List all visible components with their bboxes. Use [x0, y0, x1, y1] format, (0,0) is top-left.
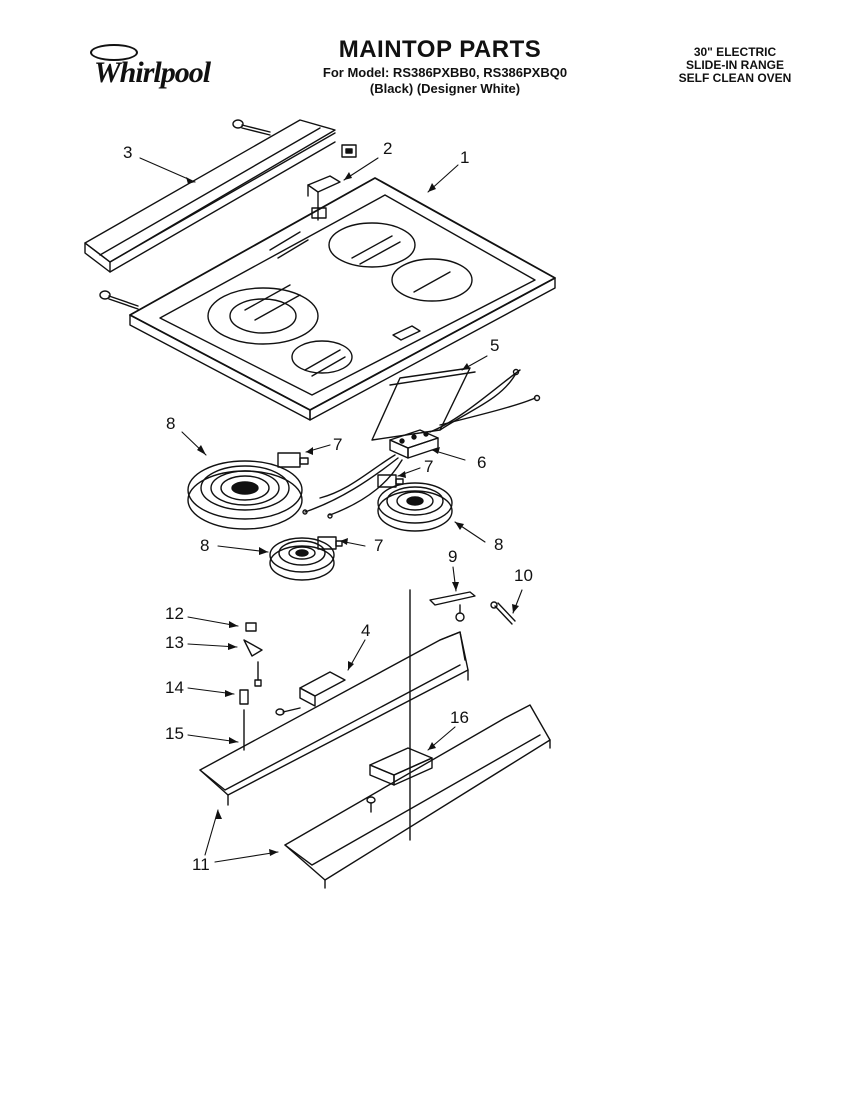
- callout-11: 11: [192, 855, 210, 874]
- right-surface-element: [377, 482, 453, 532]
- model-numbers: For Model: RS386PXBB0, RS386PXBQ0: [322, 65, 568, 80]
- left-element-terminal: [277, 452, 309, 468]
- trim-screw-top: [232, 119, 271, 136]
- front-surface-element: [269, 537, 335, 581]
- cooktop-screw-left: [99, 290, 139, 310]
- callout-5: 5: [490, 336, 499, 355]
- callout-6: 6: [477, 453, 486, 472]
- callout-labels: 3 2 1 5 8 7 6 7 8 8 7 9 10 12 13 4 14 16…: [123, 139, 533, 874]
- callout-12: 12: [165, 604, 184, 623]
- brand-name: Whirlpool: [94, 56, 211, 89]
- upper-support-channel: [199, 631, 469, 806]
- leveling-hardware: [239, 622, 263, 751]
- callout-10: 10: [514, 566, 533, 585]
- product-description: 30" ELECTRIC SLIDE-IN RANGE SELF CLEAN O…: [660, 46, 810, 85]
- callout-9: 9: [448, 547, 457, 566]
- adjustment-bolt: [490, 601, 516, 625]
- support-bracket: [429, 591, 476, 622]
- callout-3: 3: [123, 143, 132, 162]
- callout-4: 4: [361, 621, 370, 640]
- lower-support-channel: [284, 704, 551, 889]
- callout-13: 13: [165, 633, 184, 652]
- callout-8-front: 8: [200, 536, 209, 555]
- right-element-terminal: [377, 474, 404, 488]
- trim-clip: [341, 144, 357, 158]
- callout-7-left: 7: [333, 435, 342, 454]
- page-title: MAINTOP PARTS: [338, 36, 542, 63]
- callout-arrowheads: [186, 172, 519, 856]
- callout-2: 2: [383, 139, 392, 158]
- color-variants: (Black) (Designer White): [369, 81, 521, 96]
- callout-8-right: 8: [494, 535, 503, 554]
- insulation-block: [366, 747, 433, 813]
- front-element-terminal: [317, 536, 343, 550]
- callout-leaders: [139, 157, 523, 863]
- cooktop-bracket: [307, 175, 341, 221]
- callout-1: 1: [460, 148, 469, 167]
- whirlpool-logo: Whirlpool: [80, 44, 220, 114]
- callout-7-front: 7: [374, 536, 383, 555]
- callout-8-left: 8: [166, 414, 175, 433]
- callout-7-right: 7: [424, 457, 433, 476]
- burner-wires: [302, 454, 403, 519]
- product-line-3: SELF CLEAN OVEN: [678, 71, 792, 85]
- glass-cooktop: [129, 177, 556, 421]
- left-surface-element: [187, 460, 303, 530]
- product-line-2: SLIDE-IN RANGE: [685, 58, 784, 72]
- logo-emblem: [90, 44, 138, 61]
- harness-bracket: [371, 367, 541, 441]
- rear-trim-strip: [84, 119, 336, 273]
- callout-16: 16: [450, 708, 469, 727]
- product-line-1: 30" ELECTRIC: [693, 45, 777, 59]
- callout-14: 14: [165, 678, 184, 697]
- callout-15: 15: [165, 724, 184, 743]
